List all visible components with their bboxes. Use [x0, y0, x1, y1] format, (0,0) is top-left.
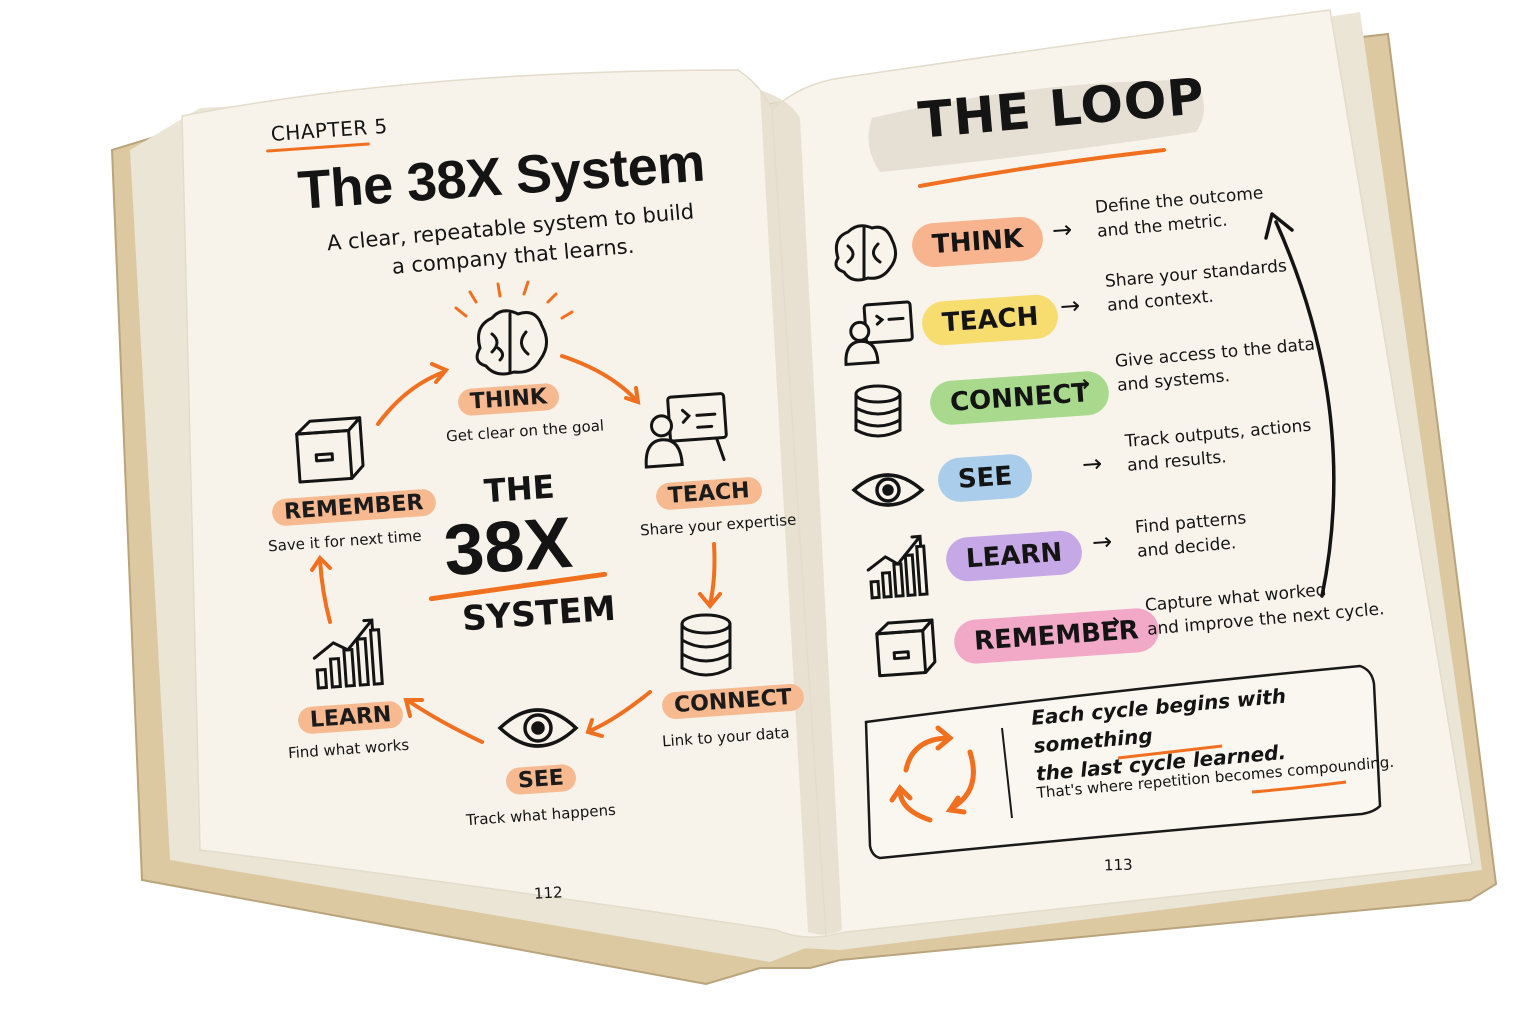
archive-box-icon — [295, 416, 365, 484]
loop-eye-icon — [851, 473, 925, 507]
callout-underline-learned — [1117, 744, 1223, 760]
brain-icon — [475, 309, 548, 376]
cycle-label-see: SEE — [505, 763, 577, 796]
teacher-icon — [644, 392, 728, 469]
step-arrow-think: → — [1051, 215, 1074, 245]
return-arrow — [1274, 220, 1336, 598]
database-icon — [680, 613, 732, 677]
gutter — [760, 90, 842, 935]
step-arrow-teach: → — [1059, 291, 1082, 321]
page-number-left: 112 — [533, 883, 564, 903]
title-highlight — [868, 80, 1204, 172]
eye-icon — [497, 708, 579, 748]
step-arrow-connect: → — [1069, 369, 1092, 399]
callout-underline-compounding — [1251, 780, 1347, 794]
loop-brain-icon — [834, 224, 897, 282]
loop-archive-box-icon — [875, 618, 937, 678]
refresh-cycle-icon — [889, 725, 976, 823]
callout-divider — [1001, 727, 1013, 819]
cycle-arrows — [310, 354, 722, 744]
loop-growth-chart-icon — [866, 534, 929, 600]
step-arrow-remember: → — [1099, 607, 1122, 637]
page-number-right: 113 — [1103, 855, 1133, 875]
brain-sparks — [454, 280, 574, 320]
callout-box — [864, 664, 1382, 860]
step-pill-see: SEE — [936, 452, 1034, 504]
title-underline — [918, 148, 1166, 188]
step-arrow-learn: → — [1091, 527, 1114, 557]
step-arrow-see: → — [1081, 449, 1104, 479]
loop-teacher-icon — [844, 300, 914, 367]
return-arrowhead — [1264, 212, 1294, 240]
loop-database-icon — [854, 384, 902, 438]
step-pill-think: THINK — [910, 215, 1045, 269]
growth-chart-icon — [312, 618, 384, 690]
